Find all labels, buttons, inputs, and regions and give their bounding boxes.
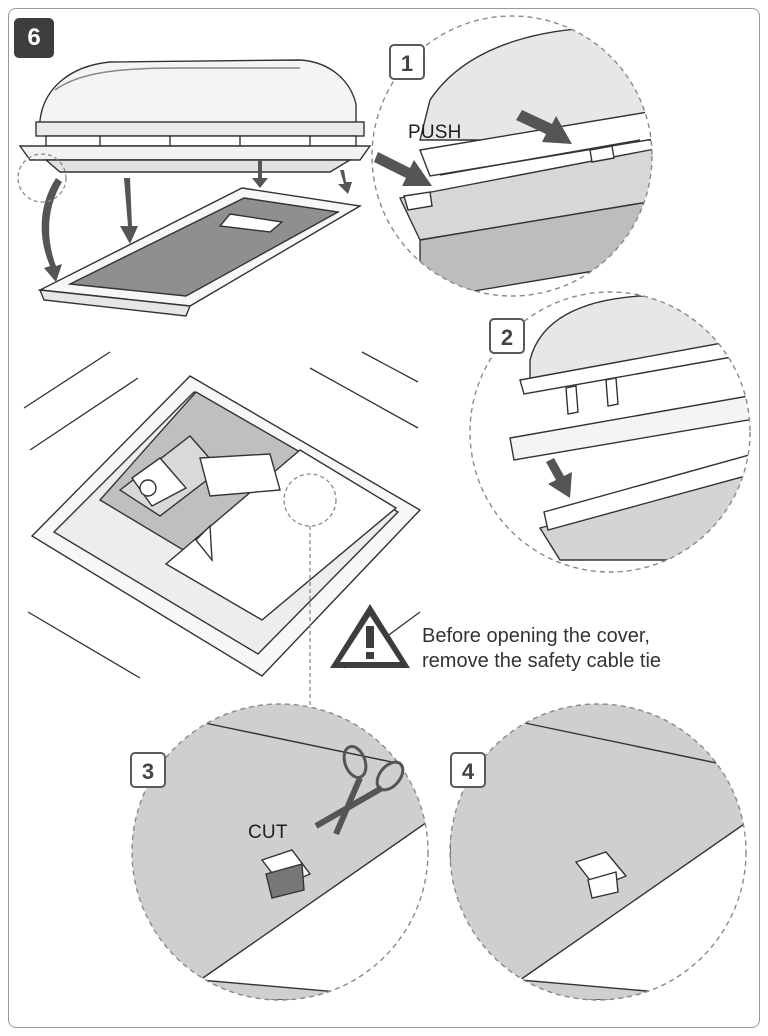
push-arrow-left [374, 152, 432, 186]
fly-screen-frame [37, 187, 363, 317]
warning-line-1: Before opening the cover, [422, 625, 650, 647]
callout-badge-1: 1 [389, 44, 425, 80]
instruction-frame [8, 8, 760, 1028]
callout-badge-3: 3 [130, 752, 166, 788]
scissors-icon [314, 745, 405, 836]
warning-message: Before opening the cover, remove the saf… [422, 624, 661, 674]
removal-arrows [41, 160, 352, 282]
detail-circle-4 [449, 703, 747, 1001]
warning-line-2: remove the safety cable tie [422, 650, 662, 672]
push-label: PUSH [408, 122, 462, 143]
roof-hatch-lines [23, 351, 421, 679]
down-arrow-2 [546, 458, 572, 498]
detail-circle-1 [371, 15, 653, 297]
cut-label: CUT [248, 822, 288, 843]
detail-marker-1 [17, 153, 67, 203]
step-number-badge: 6 [14, 18, 54, 58]
callout-badge-2: 2 [489, 318, 525, 354]
push-arrow-right [516, 110, 572, 144]
vent-base-frame [30, 375, 422, 677]
detail-circle-3 [131, 703, 429, 1001]
detail-marker-3 [283, 473, 337, 527]
warning-triangle-icon [330, 604, 410, 668]
callout-badge-4: 4 [450, 752, 486, 788]
vent-dome-assembly [18, 59, 372, 173]
